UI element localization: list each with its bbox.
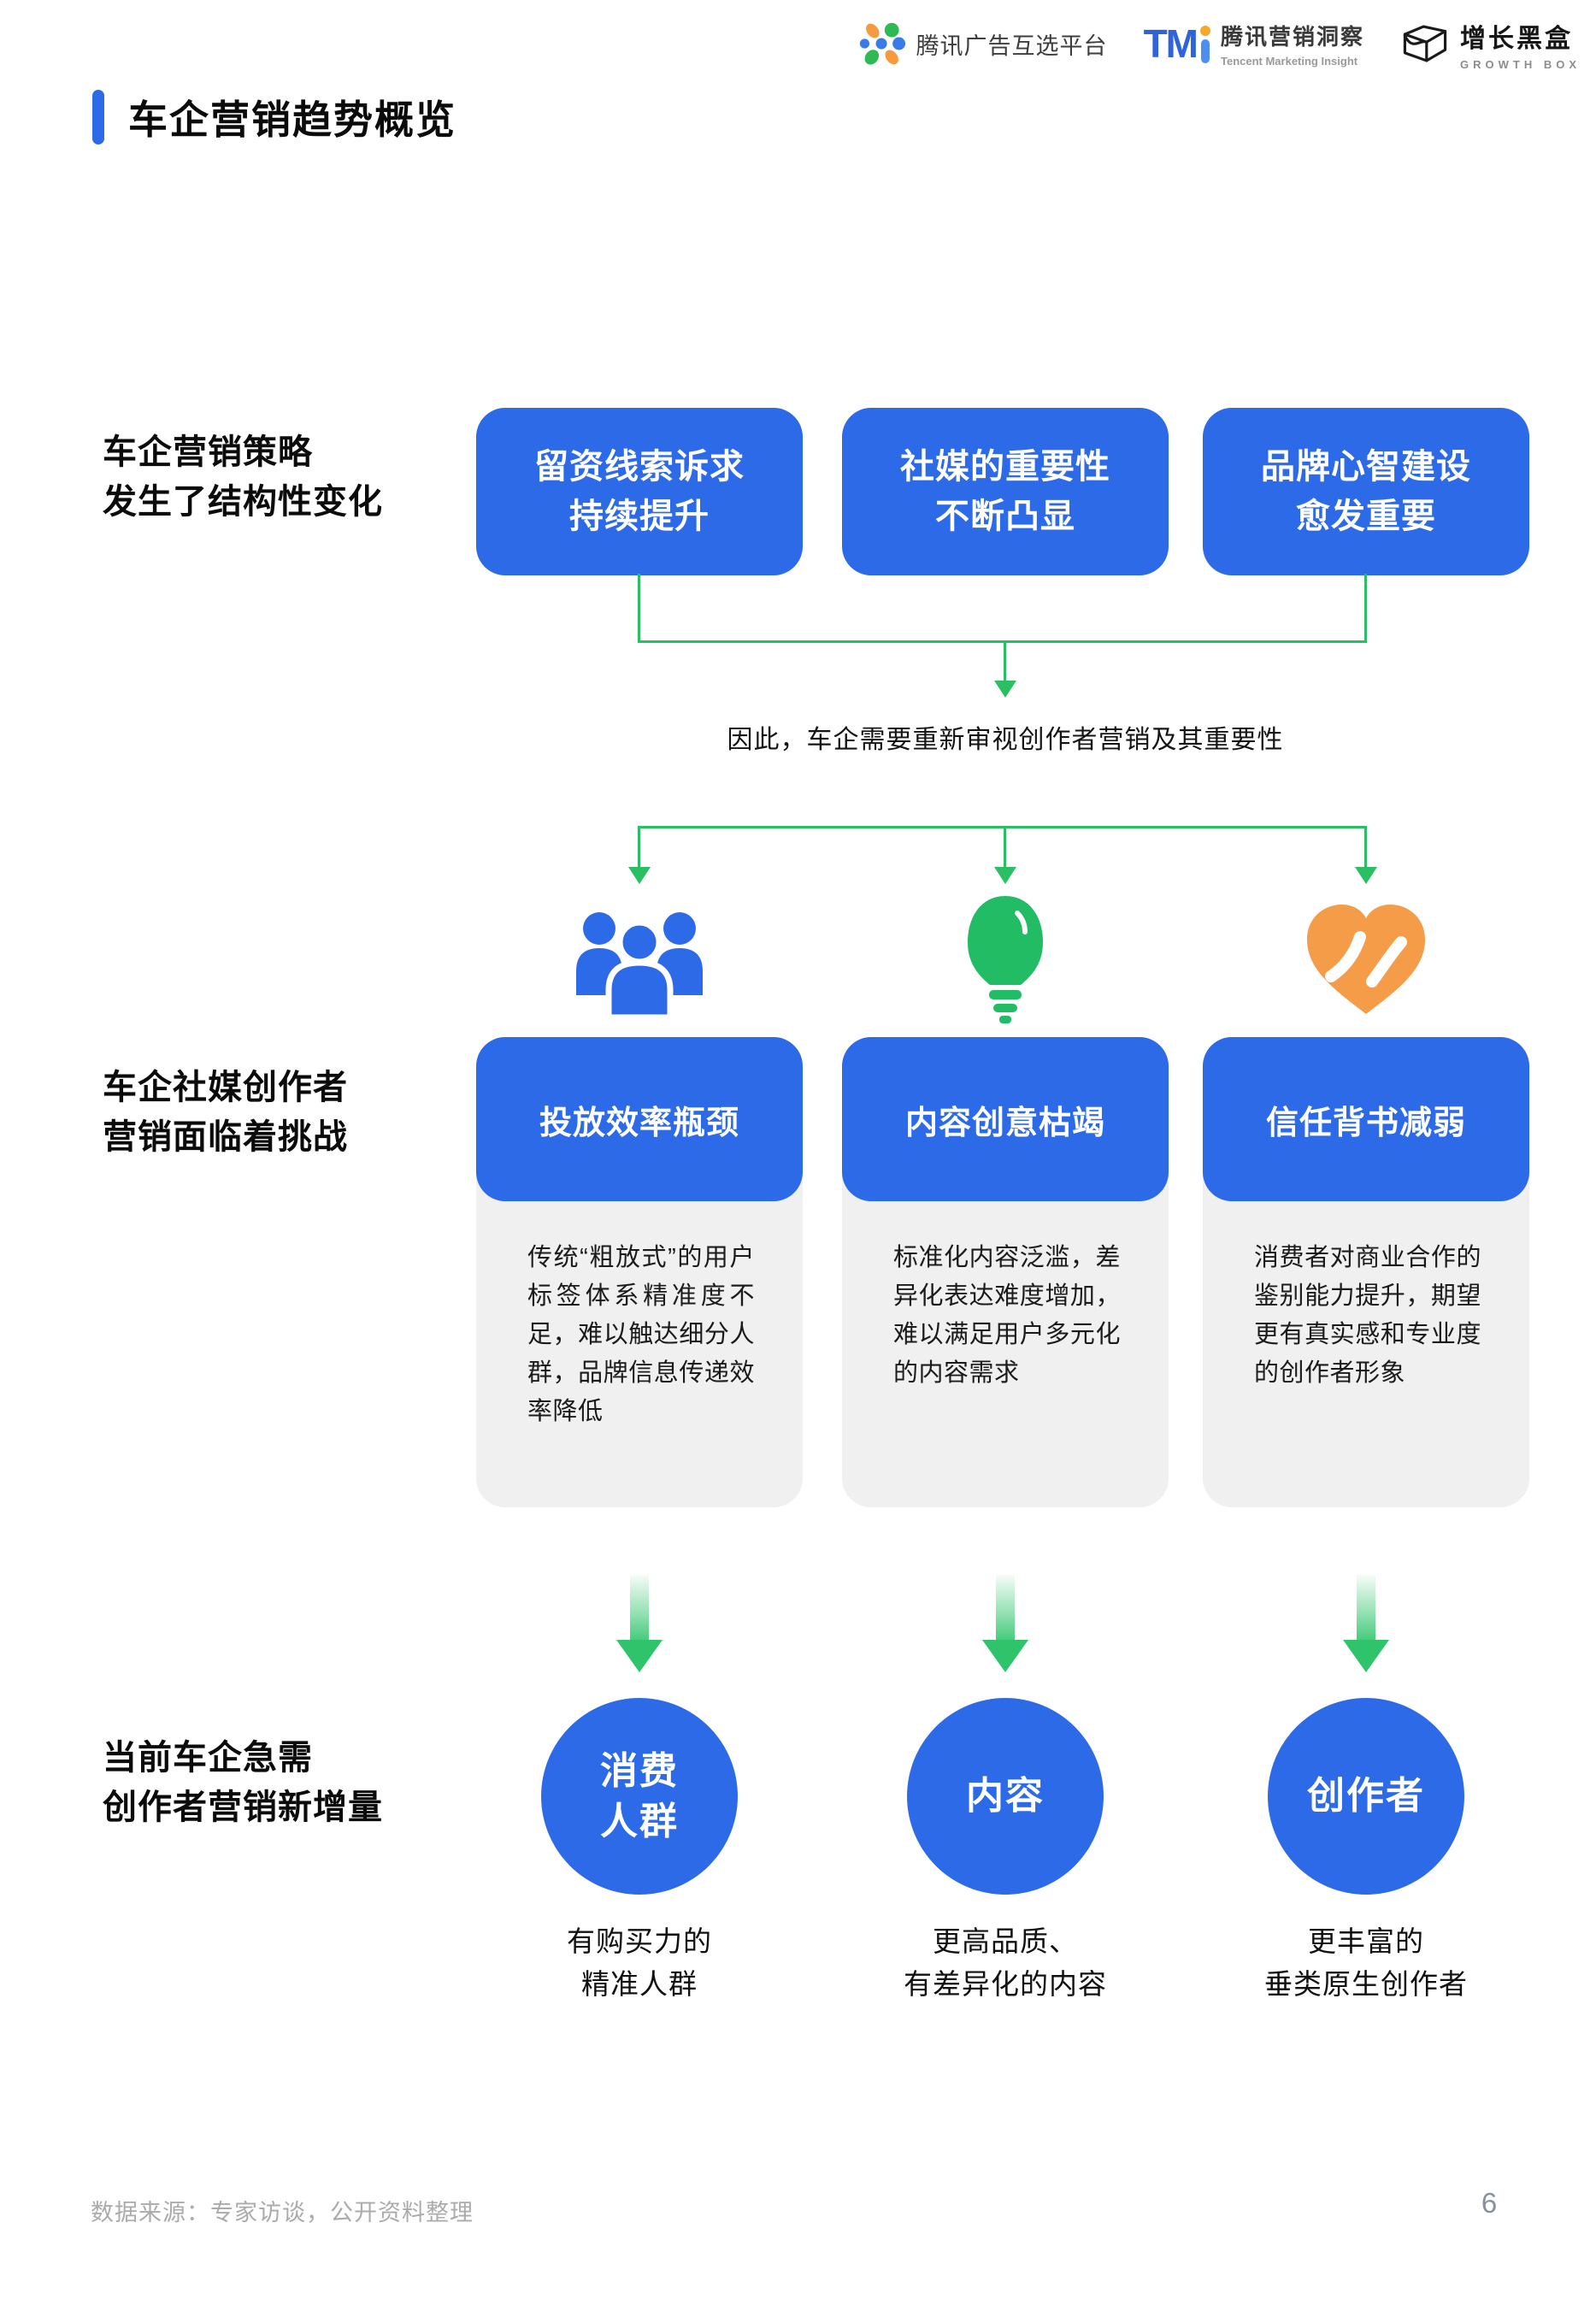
growth-box-cube-icon	[1403, 25, 1447, 62]
strategy-section-label: 车企营销策略 发生了结构性变化	[103, 433, 383, 521]
gradient-arrow-icon	[616, 1640, 663, 1672]
gradient-arrow-icon	[982, 1640, 1028, 1672]
strategy-box-brand: 品牌心智建设 愈发重要	[1203, 408, 1529, 575]
tmi-cn-text: 腾讯营销洞察	[1220, 24, 1364, 50]
connector-line	[638, 826, 640, 869]
people-group-icon	[576, 912, 703, 1019]
tmi-tm-letters: TM	[1143, 21, 1198, 66]
data-source-note: 数据来源：专家访谈，公开资料整理	[91, 2200, 474, 2225]
gradient-arrow-icon	[1357, 1575, 1375, 1642]
connector-line	[1364, 826, 1367, 869]
connector-line	[1004, 642, 1006, 682]
strategy-box-leads: 留资线索诉求 持续提升	[476, 408, 803, 575]
page-title: 车企营销趋势概览	[128, 97, 456, 142]
need-circle-creator: 创作者	[1268, 1698, 1464, 1895]
logo-tencent-huxuan: 腾讯广告互选平台	[858, 20, 1108, 68]
huxuan-flower-icon	[859, 22, 905, 65]
logo-bar: 腾讯广告互选平台 TM 腾讯营销洞察 Tencent Marketing Ins…	[858, 14, 1581, 74]
tmi-en-text: Tencent Marketing Insight	[1220, 55, 1358, 68]
heart-handshake-icon	[1307, 905, 1425, 1014]
challenge-card-body: 消费者对商业合作的鉴别能力提升，期望更有真实感和专业度的创作者形象	[1254, 1244, 1481, 1387]
connector-line	[638, 640, 1367, 643]
arrow-down-icon	[1355, 867, 1377, 884]
challenge-card-title: 信任背书减弱	[1203, 1037, 1529, 1201]
gradient-arrow-icon	[996, 1575, 1015, 1642]
tmi-orange-dot-icon	[1199, 26, 1210, 36]
connector-line	[1364, 574, 1367, 642]
need-circle-audience: 消费 人群	[541, 1698, 738, 1895]
challenge-card-body: 标准化内容泛滥，差异化表达难度增加，难以满足用户多元化的内容需求	[893, 1244, 1121, 1387]
arrow-down-icon	[994, 681, 1016, 698]
huxuan-logo-text: 腾讯广告互选平台	[916, 32, 1108, 59]
title-accent-bar	[92, 90, 104, 144]
logo-growth-box: 增长黑盒 GROWTH BOX	[1400, 17, 1581, 71]
needs-section-label: 当前车企急需 创作者营销新增量	[103, 1739, 383, 1826]
page-title-block: 车企营销趋势概览	[92, 89, 456, 145]
gradient-arrow-icon	[630, 1575, 649, 1642]
growth-box-cn-text: 增长黑盒	[1460, 24, 1573, 53]
connector-line	[638, 826, 1367, 828]
need-caption-content: 更高品质、 有差异化的内容	[904, 1925, 1107, 2000]
connector-line	[1004, 826, 1006, 869]
tmi-wordmark: TM	[1144, 24, 1210, 63]
arrow-down-icon	[628, 867, 651, 884]
challenge-card-title: 内容创意枯竭	[842, 1037, 1169, 1201]
lightbulb-icon	[968, 896, 1043, 1023]
challenge-card-trust: 信任背书减弱 消费者对商业合作的鉴别能力提升，期望更有真实感和专业度的创作者形象	[1203, 1037, 1529, 1507]
need-circle-content: 内容	[907, 1698, 1104, 1895]
conclusion-text: 因此，车企需要重新审视创作者营销及其重要性	[727, 726, 1284, 754]
challenge-card-efficiency: 投放效率瓶颈 传统“粗放式”的用户标签体系精准度不足，难以触达细分人群，品牌信息…	[476, 1037, 803, 1507]
gradient-arrow-icon	[1343, 1640, 1389, 1672]
challenge-card-body: 传统“粗放式”的用户标签体系精准度不足，难以触达细分人群，品牌信息传递效率降低	[527, 1244, 755, 1425]
challenge-card-content: 内容创意枯竭 标准化内容泛滥，差异化表达难度增加，难以满足用户多元化的内容需求	[842, 1037, 1169, 1507]
challenge-card-title: 投放效率瓶颈	[476, 1037, 803, 1201]
page-number: 6	[1481, 2187, 1498, 2219]
tmi-i-letter	[1199, 26, 1210, 63]
challenges-section-label: 车企社媒创作者 营销面临着挑战	[103, 1069, 348, 1156]
strategy-box-social: 社媒的重要性 不断凸显	[842, 408, 1169, 575]
arrow-down-icon	[994, 867, 1016, 884]
need-caption-audience: 有购买力的 精准人群	[567, 1925, 712, 2000]
growth-box-en-text: GROWTH BOX	[1460, 57, 1581, 71]
need-caption-creator: 更丰富的 垂类原生创作者	[1264, 1925, 1468, 2000]
logo-tmi: TM 腾讯营销洞察 Tencent Marketing Insight	[1144, 20, 1364, 68]
connector-line	[638, 574, 640, 642]
